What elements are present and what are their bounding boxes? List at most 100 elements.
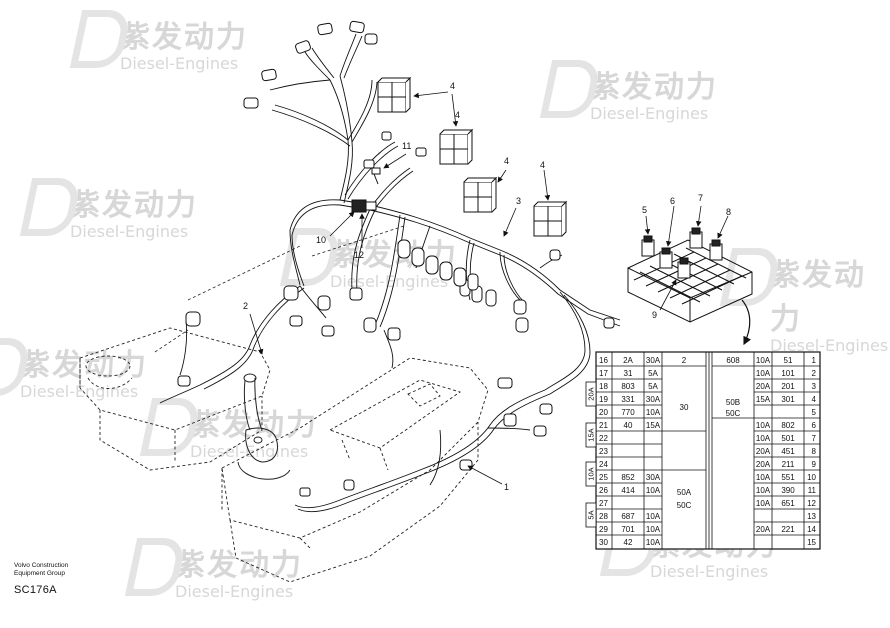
fuse-rating: 15A: [646, 421, 661, 430]
harness-clamp: [351, 167, 381, 213]
fuse-number: 8: [812, 447, 817, 456]
fuse-rating: 30A: [646, 356, 661, 365]
callout-3: 3: [516, 196, 521, 206]
screw-icon: [371, 167, 381, 175]
fuse-circuit-code: 201: [781, 382, 795, 391]
fuse-mid-label: 608: [726, 356, 740, 365]
fuse-circuit-code: 51: [784, 356, 793, 365]
fuse-number: 16: [599, 356, 608, 365]
fuse-number: 3: [812, 382, 817, 391]
fuse-rating: 10A: [756, 434, 771, 443]
fuse-rating: 10A: [646, 408, 661, 417]
fuse-side-tab: [585, 422, 597, 448]
fuse-circuit-code: 770: [621, 408, 635, 417]
fuse-mid-label: 50A: [677, 488, 692, 497]
main-harness: [159, 33, 621, 513]
fuse-circuit-code: 501: [781, 434, 795, 443]
callout-1: 1: [504, 482, 509, 492]
fuse-circuit-code: 852: [621, 473, 635, 482]
dash-lines: [154, 225, 405, 353]
fuse-side-tab-label: 15A: [587, 428, 596, 441]
callout-labels: 1 2 3 4 4 4 4 5 6 7 8 9 10 11 12: [243, 81, 731, 492]
fuse-number: 11: [808, 486, 817, 495]
joystick-lever: [237, 373, 291, 480]
callout-12: 12: [354, 250, 364, 260]
company-name-line2: Equipment Group: [14, 570, 65, 577]
fuse-number: 18: [599, 382, 608, 391]
fuse-number: 5: [812, 408, 817, 417]
fuse-circuit-code: 211: [782, 460, 795, 469]
fuse-number: 28: [599, 512, 608, 521]
fuse-circuit-code: 331: [621, 395, 635, 404]
fuse-circuit-code: 31: [624, 369, 633, 378]
fuse-number: 9: [812, 460, 817, 469]
fuse-circuit-code: 221: [781, 525, 795, 534]
fuse-circuit-code: 802: [781, 421, 795, 430]
leader-lines: [249, 91, 729, 485]
fuse-circuit-code: 687: [621, 512, 635, 521]
callout-9: 9: [652, 310, 657, 320]
callout-7: 7: [698, 193, 703, 203]
fuse-circuit-code: 42: [624, 538, 633, 547]
relay-blocks: [377, 76, 568, 237]
fuse-rating: 10A: [646, 486, 661, 495]
fuse-number: 23: [599, 447, 608, 456]
fuse-circuit-code: 551: [781, 473, 795, 482]
callout-5: 5: [642, 205, 647, 215]
fuse-rating: 5A: [648, 382, 658, 391]
fuse-number: 17: [599, 369, 608, 378]
fuse-number: 21: [599, 421, 608, 430]
callout-8: 8: [726, 207, 731, 217]
relay-block: [463, 176, 498, 213]
fuse-rating: 10A: [756, 473, 771, 482]
fuse-number: 22: [599, 434, 608, 443]
fuse-side-tab: [585, 381, 597, 407]
left-console-outline: [79, 327, 271, 471]
callout-11: 11: [402, 141, 411, 151]
fuse-circuit-code: 701: [621, 525, 635, 534]
fuse-rating: 10A: [756, 356, 771, 365]
fuse-number: 15: [807, 538, 816, 547]
fuse-circuit-code: 651: [781, 499, 795, 508]
fuse-side-tab: [585, 502, 597, 528]
fuse-mid-label: 50B: [726, 398, 740, 407]
fuse-circuit-code: 2A: [623, 356, 633, 365]
fuse-number: 14: [807, 525, 816, 534]
fuse-number: 12: [807, 499, 816, 508]
fuse-circuit-code: 101: [781, 369, 795, 378]
callout-4: 4: [504, 156, 509, 166]
fuse-circuit-code: 414: [621, 486, 635, 495]
callout-4: 4: [455, 110, 460, 120]
fuse-number: 25: [599, 473, 608, 482]
fuse-rating: 15A: [756, 395, 771, 404]
fuse-mid-label: 2: [682, 356, 687, 365]
fuse-side-tab-label: 10A: [587, 467, 596, 480]
fuse-number: 27: [599, 499, 608, 508]
fuse-rating: 10A: [756, 369, 771, 378]
connectors: [177, 20, 615, 497]
relay-block: [533, 200, 568, 237]
drawing-code: SC176A: [14, 584, 57, 596]
fuse-rating: 10A: [756, 421, 771, 430]
fuse-number: 7: [812, 434, 817, 443]
fuse-rating: 20A: [756, 460, 771, 469]
fuse-number: 4: [812, 395, 817, 404]
fuse-side-tab-label: 20A: [587, 387, 596, 400]
fuse-rating: 10A: [646, 525, 661, 534]
fuse-number: 26: [599, 486, 608, 495]
fuse-circuit-code: 390: [781, 486, 795, 495]
fuse-circuit-code: 451: [781, 447, 795, 456]
callout-4: 4: [450, 81, 455, 91]
callout-4: 4: [540, 160, 545, 170]
fuse-side-tab: [585, 461, 597, 487]
relay-block: [377, 76, 412, 113]
fuse-rating: 20A: [756, 447, 771, 456]
fuse-number: 13: [807, 512, 816, 521]
fuse-mid-label: 30: [680, 403, 689, 412]
fuse-rating: 20A: [756, 382, 771, 391]
callout-10: 10: [316, 235, 326, 245]
fuse-mid-label: 50C: [677, 501, 692, 510]
callout-2: 2: [243, 301, 248, 311]
drawing-footer: Volvo Construction Equipment Group SC176…: [14, 562, 68, 596]
